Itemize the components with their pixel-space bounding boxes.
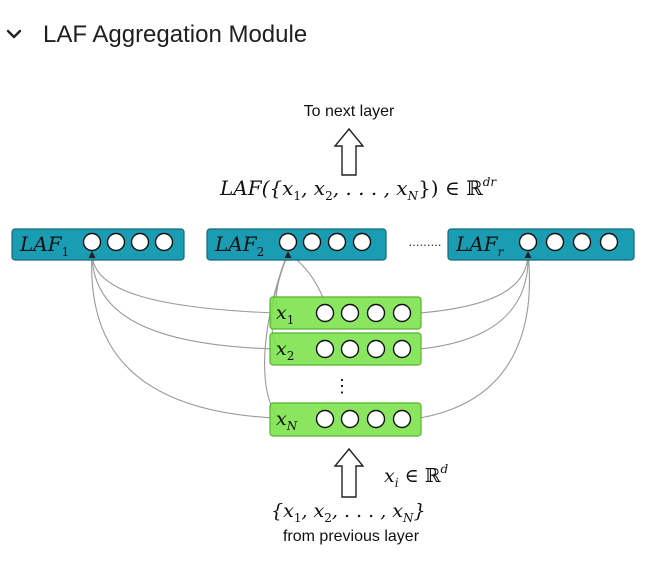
laf-unit-2: LAF2: [206, 228, 387, 261]
chevron-down-icon[interactable]: [4, 24, 24, 44]
laf-1-node: [154, 232, 174, 252]
input-n-node: [315, 409, 335, 429]
edge-x1-lafr: [419, 252, 529, 314]
laf-ellipsis: ………: [409, 236, 442, 249]
input-ellipsis: ⋮: [333, 376, 351, 397]
input-1-node: [392, 303, 412, 323]
input-n-node: [340, 409, 360, 429]
svg-text:LAFr: LAFr: [455, 232, 505, 259]
input-1-node: [340, 303, 360, 323]
input-n-node: [366, 409, 386, 429]
input-2-node: [392, 339, 412, 359]
laf-r-node: [518, 232, 538, 252]
laf-1-node: [130, 232, 150, 252]
top-caption: To next layer: [304, 103, 395, 120]
laf-r-node: [599, 232, 619, 252]
input-1-node: [315, 303, 335, 323]
input-space-label: xi ∈ ℝd: [384, 462, 449, 490]
laf-2-node: [327, 232, 347, 252]
edge-xN-laf1: [91, 252, 276, 419]
output-arrow: [333, 127, 365, 176]
edge-arrowheads: [88, 251, 532, 258]
svg-text:LAF2: LAF2: [214, 232, 264, 259]
laf-r-node: [545, 232, 565, 252]
output-formula: LAF({x1, x2, . . . , xN}) ∈ ℝdr: [219, 175, 497, 203]
laf-1-node: [106, 232, 126, 252]
svg-text:x2: x2: [276, 338, 294, 363]
bottom-caption: from previous layer: [283, 528, 420, 545]
section-title: LAF Aggregation Module: [43, 21, 308, 48]
input-set-formula: {x1, x2, . . . , xN}: [271, 500, 426, 525]
input-1-node: [366, 303, 386, 323]
input-2-node: [366, 339, 386, 359]
laf-2-node: [302, 232, 322, 252]
input-unit-n: xN: [269, 402, 422, 437]
svg-text:x1: x1: [276, 302, 294, 327]
edge-x2-laf1: [91, 252, 276, 350]
laf-2-node: [278, 232, 298, 252]
laf-2-node: [352, 232, 372, 252]
section-header[interactable]: LAF Aggregation Module: [0, 0, 651, 72]
input-2-node: [340, 339, 360, 359]
svg-text:xN: xN: [276, 408, 298, 433]
laf-r-node: [572, 232, 592, 252]
edge-xN-lafr: [419, 252, 531, 419]
input-unit-1: x1: [269, 296, 422, 330]
input-n-node: [392, 409, 412, 429]
laf-unit-1: LAF1: [11, 228, 185, 261]
edge-xN-laf2: [264, 252, 289, 419]
laf-unit-r: LAFr: [447, 228, 635, 261]
input-2-node: [315, 339, 335, 359]
edge-x2-lafr: [419, 252, 529, 350]
edge-x1-laf1: [91, 252, 276, 314]
input-arrow: [333, 447, 365, 498]
laf-1-node: [82, 232, 102, 252]
input-unit-2: x2: [269, 332, 422, 366]
svg-text:LAF1: LAF1: [19, 232, 69, 259]
